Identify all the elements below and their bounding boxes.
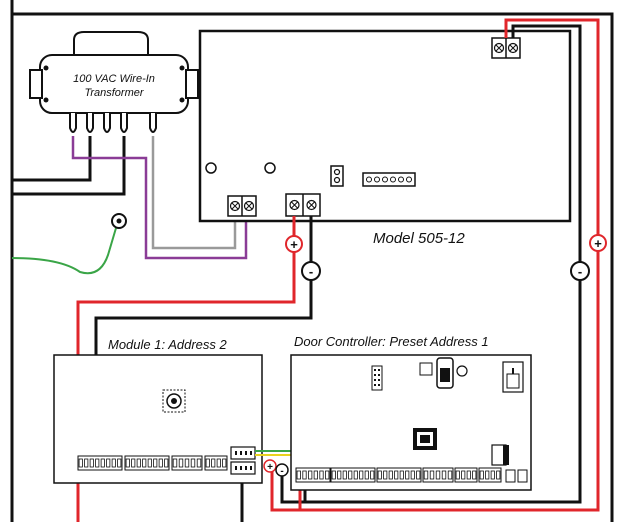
polarity-minus-right: -	[570, 261, 590, 281]
black-wire-main	[94, 216, 313, 355]
terminal-pin	[211, 458, 216, 468]
terminal-pin	[353, 470, 358, 480]
terminal-pin	[359, 470, 364, 480]
svg-text:-: -	[280, 466, 283, 477]
terminal-pin	[461, 470, 466, 480]
svg-text:+: +	[594, 236, 602, 251]
transformer-label-line1: 100 VAC Wire-In	[73, 73, 155, 85]
terminal-pin	[84, 458, 89, 468]
ground-wire	[11, 227, 117, 275]
svg-text:-: -	[309, 264, 313, 279]
terminal-pin	[410, 470, 415, 480]
svg-text:+: +	[290, 237, 298, 252]
terminal-pin	[313, 470, 318, 480]
terminal-pin	[142, 458, 147, 468]
polarity-plus-right: +	[589, 234, 607, 252]
terminal-pin	[308, 470, 313, 480]
module1-board	[53, 354, 263, 484]
terminal-pin	[399, 470, 404, 480]
terminal-pin	[196, 458, 202, 468]
terminal-pin	[485, 470, 490, 480]
terminal-pin	[331, 470, 336, 480]
terminal-pin	[100, 458, 105, 468]
terminal-pin	[364, 470, 369, 480]
terminal-pin	[416, 470, 421, 480]
terminal-pin	[106, 458, 111, 468]
terminal-pin	[153, 458, 158, 468]
enclosure-outline	[10, 0, 614, 522]
transformer: 100 VAC Wire-In Transformer	[29, 31, 199, 133]
terminal-pin	[441, 470, 447, 480]
terminal-pin	[111, 458, 116, 468]
power-supply-board: Model 505-12	[198, 29, 572, 247]
terminal-pin	[490, 470, 495, 480]
terminal-pin	[383, 470, 388, 480]
terminal-pin	[222, 458, 227, 468]
terminal-pin	[337, 470, 342, 480]
terminal-pin	[370, 470, 375, 480]
terminal-pin	[472, 470, 477, 480]
terminal-pin	[164, 458, 169, 468]
terminal-pin	[117, 458, 122, 468]
terminal-pin	[319, 470, 324, 480]
terminal-pin	[435, 470, 441, 480]
terminal-pin	[89, 458, 94, 468]
terminal-pin	[78, 458, 83, 468]
terminal-pin	[205, 458, 210, 468]
terminal-pin	[429, 470, 435, 480]
terminal-pin	[447, 470, 453, 480]
terminal-pin	[455, 470, 460, 480]
terminal-pin	[348, 470, 353, 480]
terminal-pin	[466, 470, 471, 480]
terminal-pin	[184, 458, 190, 468]
svg-text:-: -	[578, 264, 582, 279]
polarity-plus-ps: +	[285, 235, 303, 253]
terminal-pin	[377, 470, 382, 480]
terminal-pin	[158, 458, 163, 468]
terminal-pin	[125, 458, 130, 468]
mains-wire-2	[12, 136, 126, 196]
svg-text:+: +	[267, 462, 273, 473]
terminal-block-ac	[227, 195, 257, 217]
terminal-pin	[394, 470, 399, 480]
door-controller-board	[290, 354, 532, 491]
terminal-pin	[423, 470, 429, 480]
terminal-pin	[302, 470, 307, 480]
terminal-pin	[496, 470, 501, 480]
polarity-plus-dc: +	[263, 459, 277, 473]
polarity-minus-dc: -	[275, 463, 289, 477]
terminal-pin	[216, 458, 221, 468]
terminal-pin	[178, 458, 184, 468]
mains-wire-1	[12, 136, 92, 182]
ground-lug	[111, 213, 127, 229]
terminal-pin	[325, 470, 330, 480]
terminal-pin	[147, 458, 152, 468]
module1-label: Module 1: Address 2	[108, 337, 228, 352]
terminal-pin	[95, 458, 100, 468]
purple-wire	[71, 136, 248, 260]
terminal-block-top	[491, 37, 521, 59]
door-controller-label: Door Controller: Preset Address 1	[294, 334, 489, 349]
terminal-pin	[388, 470, 393, 480]
gray-wire	[151, 136, 237, 250]
terminal-pin	[342, 470, 347, 480]
polarity-minus-ps: -	[301, 261, 321, 281]
transformer-label-line2: Transformer	[84, 87, 144, 99]
terminal-pin	[172, 458, 178, 468]
red-wire-right	[270, 18, 600, 512]
terminal-pin	[405, 470, 410, 480]
model-label: Model 505-12	[373, 230, 465, 247]
terminal-pin	[136, 458, 141, 468]
terminal-block-dc	[285, 193, 321, 217]
terminal-pin	[479, 470, 484, 480]
terminal-pin	[296, 470, 301, 480]
terminal-pin	[131, 458, 136, 468]
terminal-pin	[190, 458, 196, 468]
